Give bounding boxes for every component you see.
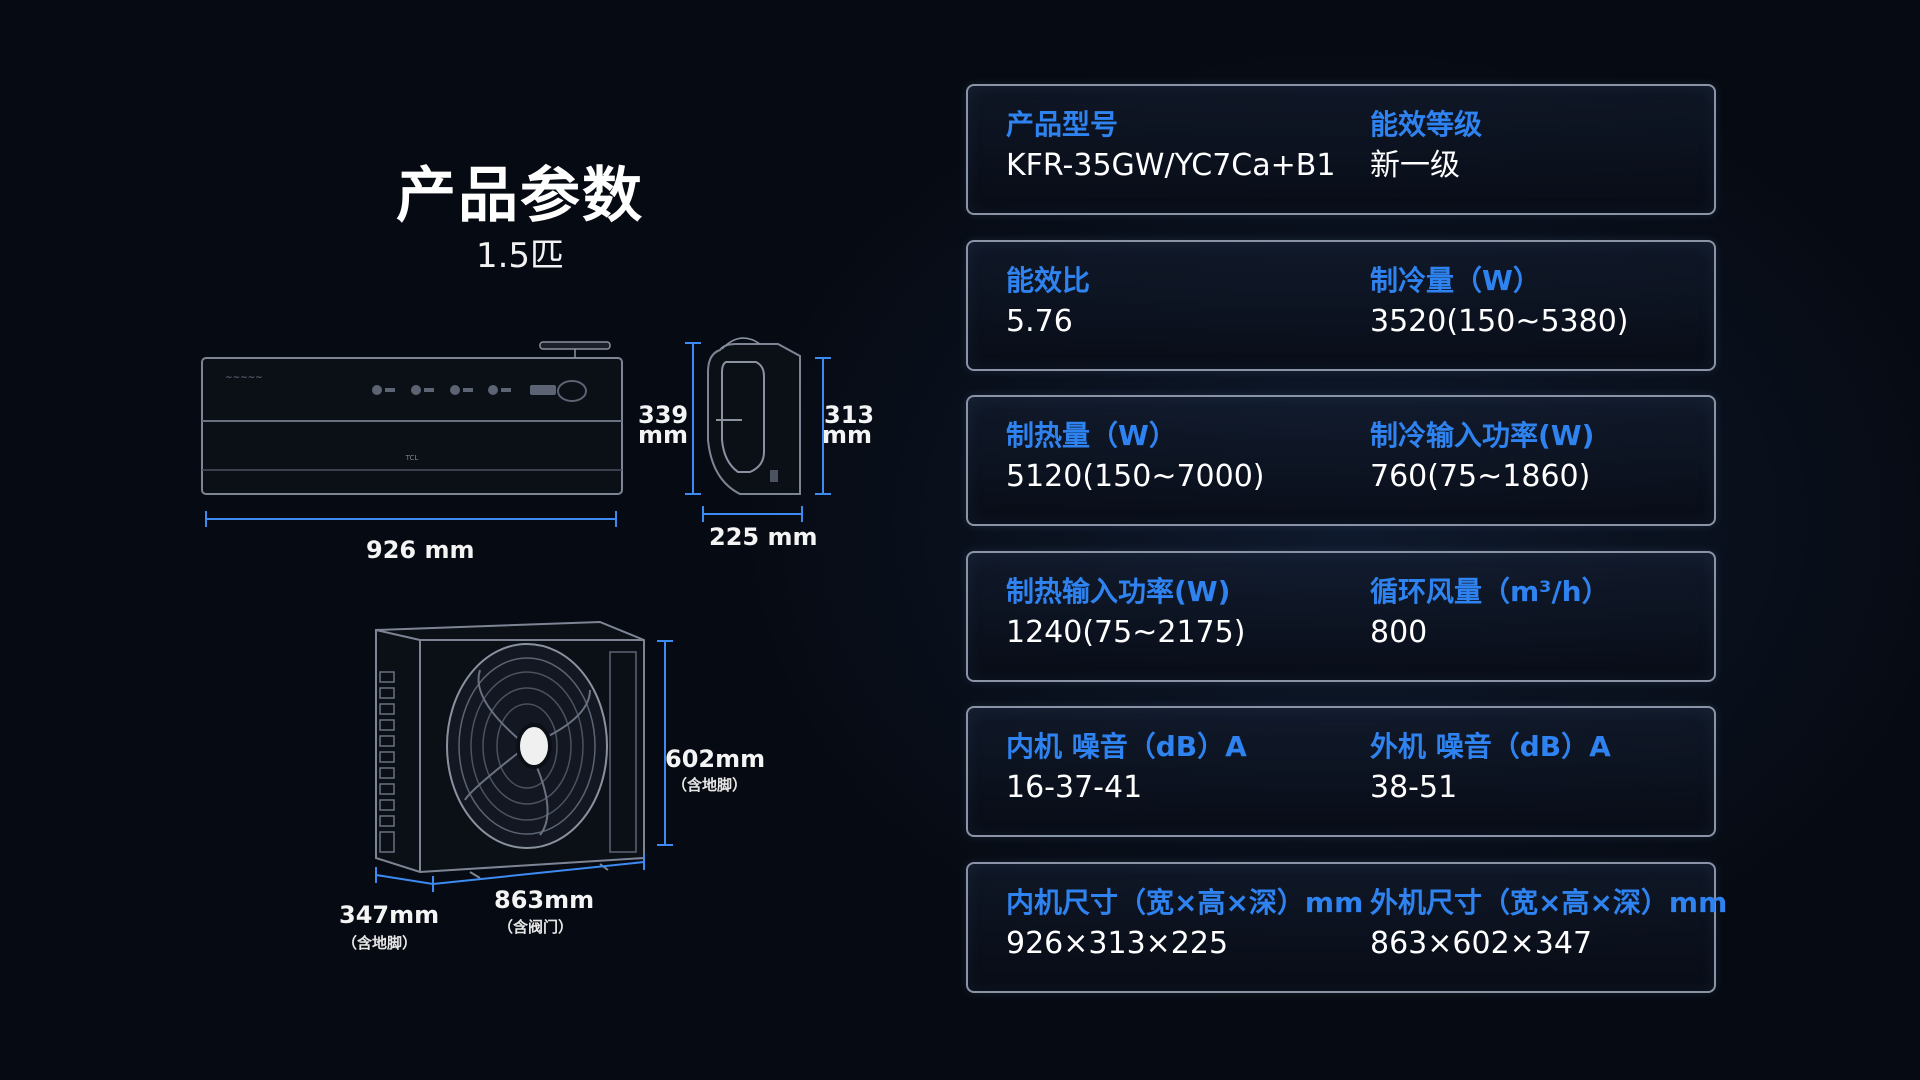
- outdoor-height-label: 602mm: [665, 745, 766, 773]
- outdoor-depth-dimension-line: [375, 867, 434, 885]
- spec-cell: 能效等级 新一级: [1370, 106, 1482, 188]
- spec-cell: 能效比 5.76: [1006, 262, 1090, 344]
- spec-value: KFR-35GW/YC7Ca+B1: [1006, 148, 1336, 183]
- spec-label: 循环风量（m³/h）: [1370, 575, 1610, 608]
- outdoor-height-dimension-line: [657, 640, 673, 846]
- outdoor-width-note: （含阀门）: [498, 918, 574, 936]
- outdoor-depth-note: （含地脚）: [342, 934, 418, 952]
- spec-cell: 循环风量（m³/h） 800: [1370, 573, 1610, 655]
- spec-cell: 制冷量（W） 3520(150~5380): [1370, 262, 1629, 344]
- spec-value: 16-37-41: [1006, 770, 1143, 805]
- spec-value: 760(75~1860): [1370, 459, 1591, 494]
- spec-label: 产品型号: [1006, 108, 1119, 141]
- spec-label: 制冷量（W）: [1370, 264, 1541, 297]
- spec-value: 800: [1370, 615, 1428, 650]
- indoor-side-height-value: 313: [824, 401, 875, 429]
- spec-card-heating-power: 制热量（W） 5120(150~7000) 制冷输入功率(W) 760(75~1…: [966, 395, 1716, 526]
- spec-cell: 内机 噪音（dB）A 16-37-41: [1006, 728, 1247, 810]
- indoor-front-height-unit: mm: [638, 421, 689, 449]
- indoor-width-dimension-line: [205, 511, 617, 527]
- indoor-width-label: 926 mm: [366, 536, 475, 564]
- indoor-side-height-unit: mm: [822, 421, 873, 449]
- indoor-unit-control-icons: [372, 380, 587, 402]
- spec-cell: 产品型号 KFR-35GW/YC7Ca+B1: [1006, 106, 1335, 188]
- page-subtitle: 1.5匹: [475, 236, 565, 276]
- outdoor-depth-label: 347mm: [339, 901, 440, 929]
- spec-label: 内机 噪音（dB）A: [1006, 730, 1247, 763]
- spec-label: 能效比: [1006, 264, 1091, 297]
- spec-label: 外机尺寸（宽×高×深）mm: [1370, 886, 1728, 919]
- spec-label: 内机尺寸（宽×高×深）mm: [1006, 886, 1364, 919]
- spec-cell: 内机尺寸（宽×高×深）mm 926×313×225: [1006, 884, 1363, 966]
- spec-value: 5120(150~7000): [1006, 459, 1265, 494]
- outdoor-height-note: （含地脚）: [672, 776, 748, 794]
- spec-value: 38-51: [1370, 770, 1458, 805]
- spec-cell: 制热输入功率(W) 1240(75~2175): [1006, 573, 1245, 655]
- indoor-front-height-dimension-line: [685, 342, 701, 495]
- outdoor-width-label: 863mm: [494, 886, 595, 914]
- spec-card-airflow: 制热输入功率(W) 1240(75~2175) 循环风量（m³/h） 800: [966, 551, 1716, 682]
- spec-card-efficiency-cooling: 能效比 5.76 制冷量（W） 3520(150~5380): [966, 240, 1716, 371]
- spec-card-dimensions: 内机尺寸（宽×高×深）mm 926×313×225 外机尺寸（宽×高×深）mm …: [966, 862, 1727, 993]
- outdoor-unit-illustration: [375, 620, 645, 879]
- spec-cell: 外机尺寸（宽×高×深）mm 863×602×347: [1370, 884, 1727, 966]
- indoor-unit-logo: ~~~~~: [225, 373, 263, 383]
- spec-card-noise: 内机 噪音（dB）A 16-37-41 外机 噪音（dB）A 38-51: [966, 706, 1716, 837]
- spec-value: 1240(75~2175): [1006, 615, 1246, 650]
- indoor-depth-dimension-line: [702, 506, 803, 522]
- spec-label: 外机 噪音（dB）A: [1370, 730, 1611, 763]
- spec-cell: 制冷输入功率(W) 760(75~1860): [1370, 417, 1594, 499]
- outdoor-unit-fan-grille: [446, 643, 608, 849]
- spec-value: 3520(150~5380): [1370, 304, 1629, 339]
- spec-label: 制热量（W）: [1006, 419, 1177, 452]
- spec-cell: 外机 噪音（dB）A 38-51: [1370, 728, 1611, 810]
- indoor-depth-label: 225 mm: [709, 523, 818, 551]
- indoor-unit-brand: TCL: [405, 454, 419, 462]
- outdoor-unit-side-grille: [379, 671, 395, 853]
- dimension-diagram: ~~~~~ TCL: [201, 337, 831, 892]
- indoor-side-height-dimension-line: [815, 357, 831, 495]
- spec-value: 863×602×347: [1370, 926, 1593, 961]
- spec-value: 新一级: [1370, 148, 1460, 183]
- spec-value: 926×313×225: [1006, 926, 1229, 961]
- spec-label: 制冷输入功率(W): [1370, 419, 1595, 452]
- indoor-unit-front-illustration: ~~~~~ TCL: [201, 341, 623, 495]
- page-title: 产品参数: [396, 161, 644, 231]
- spec-card-model: 产品型号 KFR-35GW/YC7Ca+B1 能效等级 新一级: [966, 84, 1716, 215]
- spec-label: 能效等级: [1370, 108, 1483, 141]
- indoor-front-height-value: 339: [638, 401, 689, 429]
- spec-value: 5.76: [1006, 304, 1073, 339]
- indoor-unit-side-illustration: [707, 337, 801, 495]
- spec-cell: 制热量（W） 5120(150~7000): [1006, 417, 1265, 499]
- spec-label: 制热输入功率(W): [1006, 575, 1231, 608]
